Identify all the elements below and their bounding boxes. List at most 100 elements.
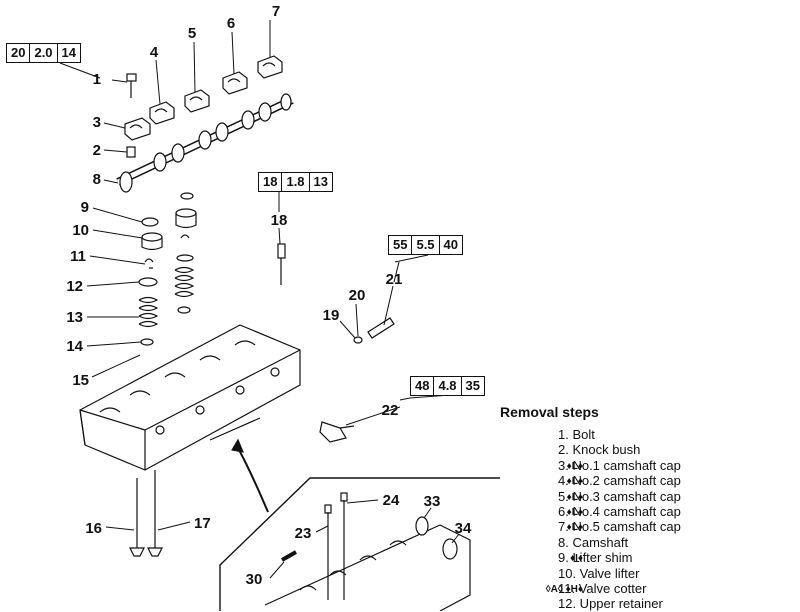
direction-arrow <box>231 438 269 513</box>
camshaft-cap-2 <box>149 101 175 125</box>
valve-lifter-part-2 <box>175 192 197 229</box>
callout-2: 2 <box>93 142 101 159</box>
camshaft-cap-5 <box>257 55 283 79</box>
removal-steps-title: Removal steps <box>500 404 599 420</box>
exhaust-valve-part <box>147 470 163 557</box>
callout-15: 15 <box>72 372 89 389</box>
lifter-shim-part <box>141 217 159 227</box>
callout-1: 1 <box>93 71 101 88</box>
step-label: 9. Lifter shim <box>558 550 633 566</box>
gasket-part <box>353 336 363 344</box>
callout-24: 24 <box>383 492 400 509</box>
step-label: 10. Valve lifter <box>558 565 640 581</box>
removal-step: 2. Knock bush <box>500 442 800 457</box>
inset-detail <box>219 477 500 611</box>
camshaft-cap-3 <box>184 89 210 113</box>
step-mark: ◊A◊ ♦H♦ <box>545 583 583 595</box>
callout-17: 17 <box>194 515 211 532</box>
valve-cotter-part-2 <box>176 234 194 262</box>
intake-valve-part <box>129 478 145 557</box>
torque-kgm: 4.8 <box>434 377 462 395</box>
callout-22: 22 <box>382 402 399 419</box>
callout-19: 19 <box>323 307 340 324</box>
torque-nm: 18 <box>259 173 283 191</box>
callout-13: 13 <box>66 309 83 326</box>
step-label: 1. Bolt <box>558 427 595 442</box>
removal-step: 10. Valve lifter <box>500 566 800 581</box>
callout-4: 4 <box>150 44 159 61</box>
torque-spec-22: 48 4.8 35 <box>410 376 486 396</box>
callout-7: 7 <box>272 3 280 20</box>
step-mark: ♦L♦ <box>566 522 583 534</box>
step-label: 4. No.2 camshaft cap <box>558 473 681 489</box>
removal-step: ♦I♦9. Lifter shim <box>500 550 800 565</box>
torque-ftlb: 40 <box>443 237 459 252</box>
step-mark: ♦L♦ <box>566 460 583 472</box>
removal-step: ◊A◊ ♦H♦11. Valve cotter <box>500 581 800 596</box>
step-label: 8. Camshaft <box>558 534 629 550</box>
step-label: 7. No.5 camshaft cap <box>558 519 681 535</box>
callout-23: 23 <box>295 525 312 542</box>
callout-30: 30 <box>246 571 263 588</box>
removal-step: ♦L♦7. No.5 camshaft cap <box>500 519 800 534</box>
callout-16: 16 <box>85 520 102 537</box>
callout-21: 21 <box>386 271 403 288</box>
torque-kgm: 5.5 <box>412 236 440 254</box>
torque-kgm: 1.8 <box>282 173 310 191</box>
removal-steps: Removal steps 1. Bolt 2. Knock bush ♦L♦3… <box>500 404 800 612</box>
spring-seat-part <box>140 338 154 346</box>
step-label: 5. No.3 camshaft cap <box>558 488 681 504</box>
callout-34: 34 <box>455 520 472 537</box>
step-mark: ♦L♦ <box>566 476 583 488</box>
callout-10: 10 <box>72 222 89 239</box>
valve-spring-part-2 <box>174 266 195 314</box>
camshaft-part <box>116 93 294 193</box>
removal-step: 1. Bolt <box>500 427 800 442</box>
torque-spec-18: 18 1.8 13 <box>258 172 334 192</box>
callout-33: 33 <box>424 493 441 510</box>
torque-kgm: 2.0 <box>30 44 58 62</box>
removal-step: ♦L♦3. No.1 camshaft cap <box>500 458 800 473</box>
step-label: 3. No.1 camshaft cap <box>558 457 681 473</box>
knock-bush-part <box>126 146 136 158</box>
camshaft-cap-1 <box>124 117 151 141</box>
step-label: 11. Valve cotter <box>558 580 647 596</box>
leader-lines <box>59 20 460 579</box>
removal-step: 12. Upper retainer <box>500 596 800 611</box>
step-mark: ♦I♦ <box>570 553 583 565</box>
callout-20: 20 <box>349 287 366 304</box>
callout-3: 3 <box>93 114 101 131</box>
torque-ftlb: 13 <box>313 174 329 189</box>
valve-lifter-part <box>141 232 163 251</box>
step-label: 2. Knock bush <box>558 442 641 458</box>
glow-plug-part <box>277 243 286 285</box>
callout-5: 5 <box>188 25 196 42</box>
callout-18: 18 <box>271 212 288 229</box>
step-label: 12. Upper retainer <box>558 596 663 612</box>
step-mark: ♦L♦ <box>566 491 583 503</box>
torque-nm: 20 <box>7 44 31 62</box>
removal-step: 8. Camshaft <box>500 535 800 550</box>
elbow-fitting-part <box>319 421 355 443</box>
torque-spec-21: 55 5.5 40 <box>388 235 464 255</box>
callout-9: 9 <box>81 199 89 216</box>
removal-step: ♦L♦5. No.3 camshaft cap <box>500 489 800 504</box>
camshaft-cap-4 <box>222 71 248 95</box>
torque-ftlb: 35 <box>465 378 481 393</box>
cylinder-head-part <box>79 324 301 471</box>
callout-14: 14 <box>66 338 83 355</box>
fitting-part <box>367 317 395 339</box>
callout-11: 11 <box>70 248 86 265</box>
bolt-part <box>126 73 137 98</box>
torque-ftlb: 14 <box>61 45 77 60</box>
upper-retainer-part <box>138 277 158 287</box>
removal-step: ♦L♦6. No.4 camshaft cap <box>500 504 800 519</box>
removal-step: ♦L♦4. No.2 camshaft cap <box>500 473 800 488</box>
callout-8: 8 <box>93 171 101 188</box>
torque-spec-bolt: 20 2.0 14 <box>6 43 82 63</box>
valve-spring-part <box>138 296 159 328</box>
torque-nm: 55 <box>389 236 413 254</box>
torque-nm: 48 <box>411 377 435 395</box>
callout-6: 6 <box>227 15 235 32</box>
